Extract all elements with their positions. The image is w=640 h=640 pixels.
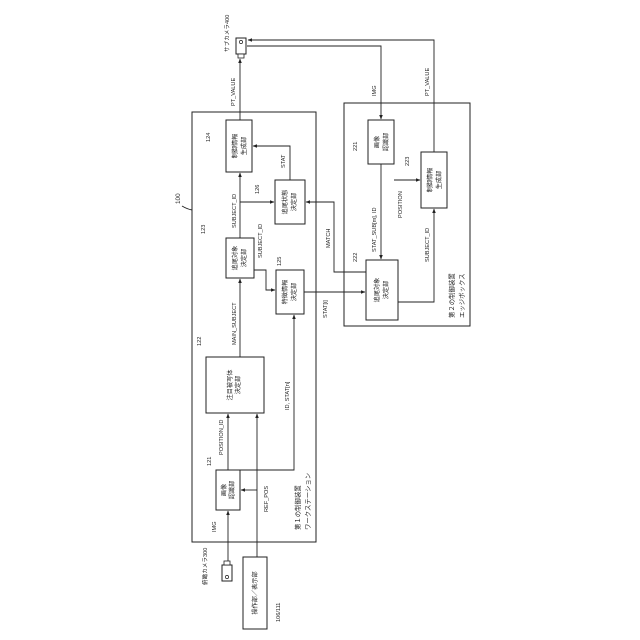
block-222-line1: 追尾対象	[373, 278, 381, 303]
block-124-line1: 制御情報	[231, 134, 239, 159]
block-126	[275, 180, 305, 224]
block-222-line2: 決定部	[382, 281, 390, 300]
sig-img2: IMG	[372, 85, 378, 96]
camera-icon-sub	[236, 38, 246, 58]
block-121	[216, 470, 240, 510]
terminal-label: 操作部／表示部	[251, 571, 259, 614]
sig-subject-id-b: SUBJECT_ID	[258, 224, 264, 258]
block-125-num: 125	[277, 257, 283, 266]
sig-pt-value1: PT_VALUE	[231, 78, 237, 106]
sig-pt-value2: PT_VALUE	[425, 68, 431, 96]
camera-icon-main	[222, 561, 232, 581]
block-124	[226, 120, 252, 172]
block-122-line1: 注目被写体	[226, 369, 234, 401]
block-122-line2: 決定部	[234, 376, 242, 395]
block-221-line1: 画像	[373, 136, 381, 148]
block-121-num: 121	[207, 457, 213, 466]
block-123	[226, 238, 254, 278]
device1-ref-leader	[182, 206, 192, 210]
sig-position-id: POSITION_ID	[219, 420, 225, 455]
block-125	[276, 270, 304, 314]
device1-title-line1: 第１の制御装置	[293, 485, 302, 530]
device1-title-line2: ワークステーション	[304, 473, 312, 530]
block-223	[421, 152, 447, 208]
block-126-line1: 追尾状態	[281, 190, 289, 215]
block-124-line2: 生成部	[240, 137, 248, 156]
sig-stat-sub: STAT_SUB[m], ID	[372, 207, 378, 252]
block-122-num: 122	[197, 337, 203, 346]
block-125-line1: 特徴情報	[281, 280, 289, 305]
wire-123-125	[254, 270, 275, 290]
block-223-line2: 生成部	[435, 171, 443, 190]
block-222-num: 222	[353, 253, 359, 262]
sig-img1: IMG	[212, 521, 218, 532]
terminal-ref: 106/111	[276, 603, 282, 622]
sig-ref-pos: REF_POS	[264, 486, 270, 512]
sig-main-subject: MAIN_SUBJECT	[232, 302, 238, 345]
device2-title-line2: エッジボックス	[458, 273, 466, 318]
block-124-num: 124	[206, 133, 212, 142]
main-camera-label: 俯瞰カメラ300	[201, 548, 209, 585]
device1-ref: 100	[175, 193, 182, 204]
block-222	[366, 260, 398, 320]
sig-position2: POSITION	[398, 191, 404, 218]
block-221-num: 221	[353, 142, 359, 151]
sig-id-stat: ID, STAT[n]	[285, 381, 291, 410]
block-221	[368, 120, 394, 164]
block-126-num: 126	[255, 185, 261, 194]
sig-match: MATCH	[326, 229, 332, 248]
sig-stat1: STAT	[281, 154, 287, 168]
wire-223-camera	[248, 40, 434, 152]
block-123-line1: 追尾対象	[231, 246, 239, 271]
block-223-line1: 制御情報	[426, 168, 434, 193]
block-221-line2: 認識部	[382, 133, 390, 152]
block-126-line2: 決定部	[290, 193, 298, 212]
wire-camera-221	[247, 46, 381, 119]
sig-subject-id-a: SUBJECT_ID	[232, 194, 238, 228]
block-223-num: 223	[405, 157, 411, 166]
block-123-num: 123	[201, 225, 207, 234]
device1-frame	[192, 112, 316, 542]
device2-title-line1: 第２の制御装置	[447, 273, 456, 318]
block-125-line2: 決定部	[290, 283, 298, 302]
block-123-line2: 決定部	[240, 249, 248, 268]
sig-subject-id-c: SUBJECT_ID	[425, 228, 431, 262]
sig-stat-i: STAT[i]	[323, 300, 329, 318]
sub-camera-label: サブカメラ400	[223, 15, 231, 52]
block-121-line1: 画像	[220, 484, 228, 496]
block-121-line2: 認識部	[228, 481, 236, 500]
